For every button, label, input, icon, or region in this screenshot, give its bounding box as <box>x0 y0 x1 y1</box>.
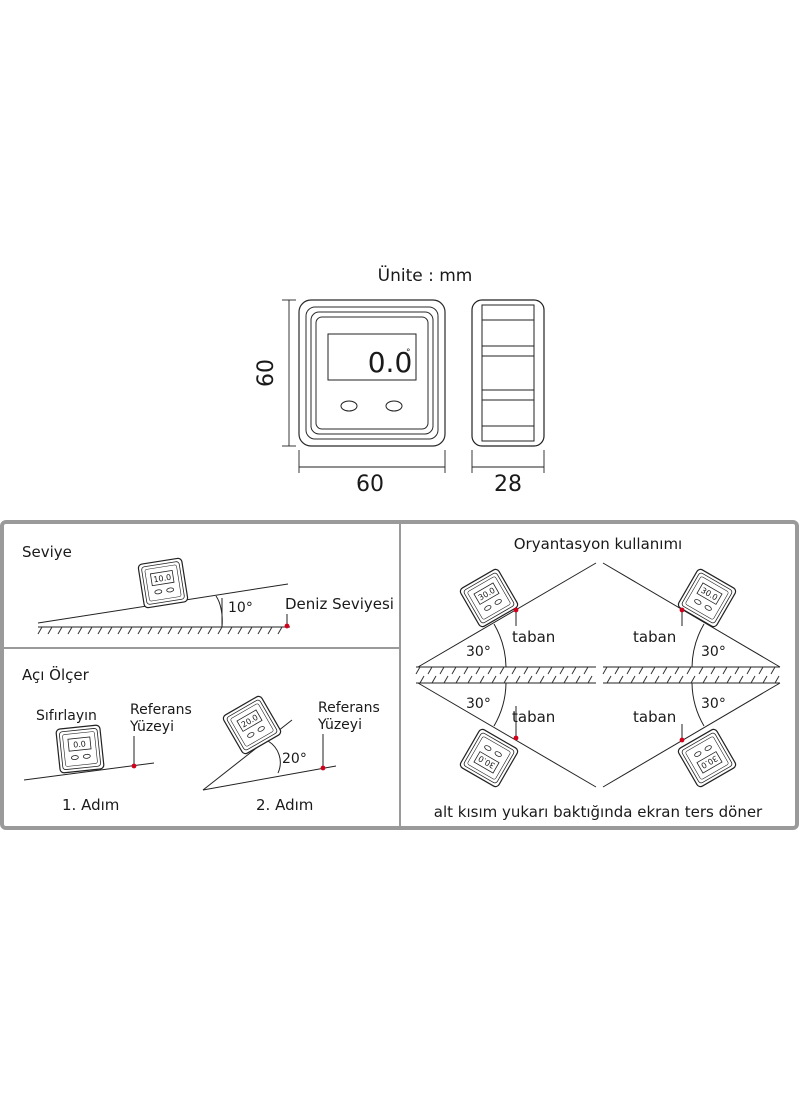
angle-label-bl: 30° <box>466 696 491 712</box>
base-marker-br <box>679 737 685 743</box>
dim-width: 60 <box>356 472 384 497</box>
orient-device-tl: 30.0 <box>458 567 520 629</box>
front-view: 0.0 ° <box>298 299 446 447</box>
angle-label-br: 30° <box>701 696 726 712</box>
base-marker-tr <box>679 607 685 613</box>
dim-height: 60 <box>254 359 279 387</box>
level-device: 10.0 <box>137 557 189 609</box>
step2-device: 20.0 <box>221 694 283 756</box>
base-label-bl: taban <box>512 708 555 726</box>
step1-display: 0.0 <box>73 739 87 749</box>
step2-label: 2. Adım <box>256 796 313 814</box>
orientation-panel: Oryantasyon kullanımı 30.0 30.0 <box>415 535 781 821</box>
button-right <box>385 400 403 412</box>
base-label-tr: taban <box>633 628 676 646</box>
ref2-marker <box>320 765 326 771</box>
base-label-br: taban <box>633 708 676 726</box>
level-title: Seviye <box>22 543 72 561</box>
reset-label: Sıfırlayın <box>36 708 97 724</box>
orientation-title: Oryantasyon kullanımı <box>514 535 682 553</box>
level-panel: Seviye 10.0 10° Deniz Seviyesi <box>22 543 394 635</box>
orient-device-bl: 30.0 <box>458 727 520 789</box>
lcd-screen <box>327 333 417 381</box>
ground-hatch <box>37 626 283 635</box>
lcd-digits: 0.0 <box>368 346 413 379</box>
angle-label-tr: 30° <box>701 644 726 660</box>
step1-label: 1. Adım <box>62 796 119 814</box>
dimension-lines <box>282 299 545 473</box>
level-angle: 10° <box>228 600 253 616</box>
lcd-degree: ° <box>406 348 411 358</box>
side-view <box>471 299 545 447</box>
step1-device: 0.0 <box>55 724 105 774</box>
ref1-line2: Yüzeyi <box>129 719 174 735</box>
ref1-line1: Referans <box>130 702 192 718</box>
angle-label-tl: 30° <box>466 644 491 660</box>
orient-device-br: 30.0 <box>676 727 738 789</box>
base-marker-tl <box>513 607 519 613</box>
level-device-display: 10.0 <box>153 573 172 585</box>
sea-level-marker <box>284 623 290 629</box>
ref2-line1: Referans <box>318 700 380 716</box>
base-marker-bl <box>513 735 519 741</box>
angle-gauge-panel: Açı Ölçer Sıfırlayın 0.0 Referans Yüzeyi… <box>22 665 380 814</box>
dim-depth: 28 <box>494 472 522 497</box>
angle-gauge-title: Açı Ölçer <box>22 665 90 684</box>
ref2-line2: Yüzeyi <box>317 717 362 733</box>
step2-angle: 20° <box>282 751 307 767</box>
base-label-tl: taban <box>512 628 555 646</box>
unit-label: Ünite : mm <box>378 264 473 286</box>
sea-level-label: Deniz Seviyesi <box>285 595 394 613</box>
ref1-marker <box>131 763 137 769</box>
orientation-hatch <box>415 666 780 684</box>
button-left <box>340 400 358 412</box>
orient-device-tr: 30.0 <box>676 567 738 629</box>
orientation-note: alt kısım yukarı baktığında ekran ters d… <box>434 803 763 821</box>
